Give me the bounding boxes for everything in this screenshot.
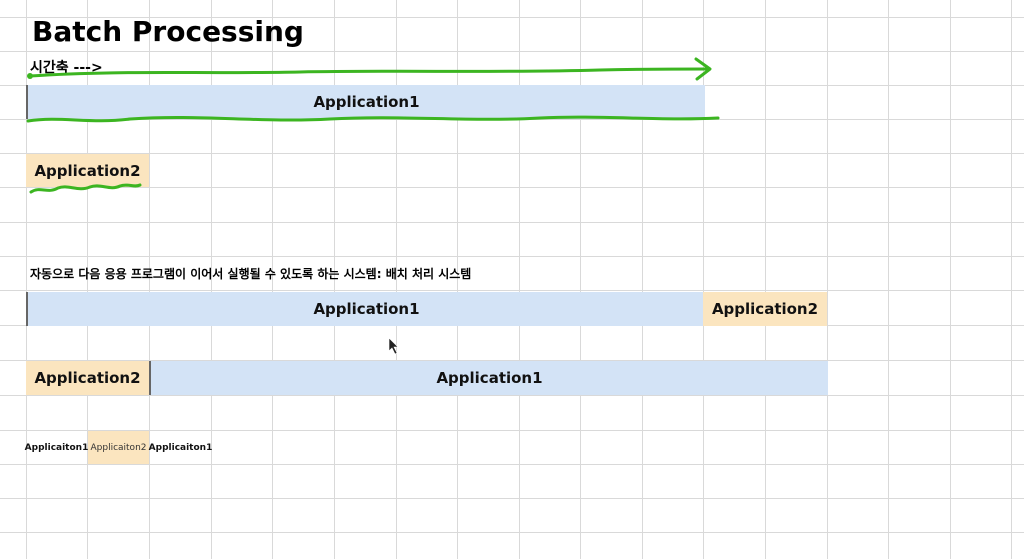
row2-application2-block[interactable]: Application2 [703,292,827,326]
time-arrow-line [28,67,710,78]
row1-application2-block[interactable]: Application2 [26,154,149,187]
row3-application2-block[interactable]: Application2 [26,361,149,395]
description-text: 자동으로 다음 응용 프로그램이 이어서 실행될 수 있도록 하는 시스템: 배… [30,267,472,281]
row4-cell-2-label: Applicaiton2 [90,442,147,453]
row4-cell-1[interactable]: Applicaiton1 [24,431,89,464]
row2-application1-label: Application1 [313,300,420,318]
row2-application1-block[interactable]: Application1 [26,292,705,326]
row4-cell-1-label: Applicaiton1 [24,442,89,453]
row1-application2-label: Application2 [34,161,141,180]
row3-application1-block[interactable]: Application1 [149,361,828,395]
row3-application2-label: Application2 [34,369,141,387]
row4-cell-3-label: Applicaiton1 [148,442,213,453]
row4-cell-3[interactable]: Applicaiton1 [148,431,213,464]
row1-application1-block[interactable]: Application1 [26,85,705,119]
time-axis-label: 시간축 ---> [30,60,103,76]
row2-application2-label: Application2 [711,300,819,318]
page-title: Batch Processing [32,15,304,48]
row4-cell-2[interactable]: Applicaiton2 [88,431,149,464]
row3-application1-label: Application1 [436,369,543,387]
row1-application1-label: Application1 [313,93,420,111]
